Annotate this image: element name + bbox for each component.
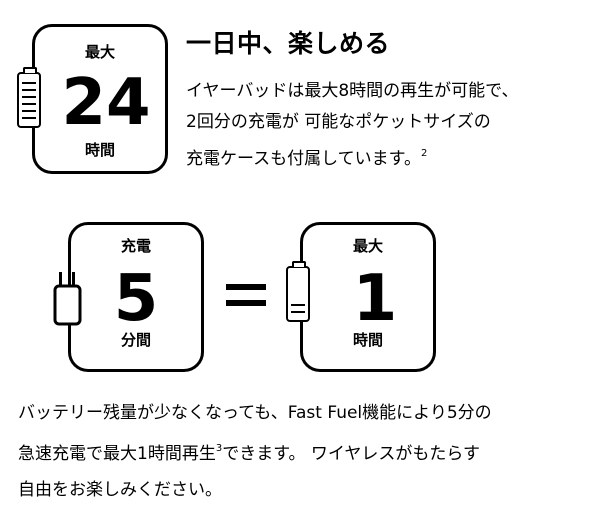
top-description: イヤーバッドは最大8時間の再生が可能で、 2回分の充電が 可能なポケットサイズの… [186, 76, 518, 175]
footnote-marker: 2 [420, 148, 428, 159]
bottom-description-line: バッテリー残量が少なくなっても、Fast Fuel機能により5分の [18, 403, 492, 423]
battery-life-label-top: 最大 [84, 43, 115, 61]
bottom-description-line: 自由をお楽しみください。 [18, 480, 222, 500]
battery-full-icon [17, 67, 41, 128]
battery-life-label-bottom: 時間 [84, 141, 115, 159]
playback-time-card: 最大 1 時間 [300, 222, 436, 372]
footnote-marker: 3 [215, 443, 223, 454]
bottom-description-line: 急速充電で最大1時間再生3できます。 ワイヤレスがもたらす [18, 443, 481, 464]
page-heading: 一日中、楽しめる [186, 29, 391, 58]
battery-partial-icon [286, 261, 310, 322]
charge-time-value: 5 [113, 262, 159, 336]
charge-time-label-top: 充電 [120, 237, 151, 255]
battery-life-value: 24 [61, 66, 151, 140]
charge-time-label-bottom: 分間 [120, 331, 151, 349]
equals-sign [226, 284, 266, 308]
charge-time-card: 充電 5 分間 [68, 222, 204, 372]
top-description-line: イヤーバッドは最大8時間の再生が可能で、 [186, 81, 519, 101]
top-description-line: 2回分の充電が 可能なポケットサイズの [186, 112, 491, 132]
battery-life-card: 最大 24 時間 [32, 24, 168, 174]
charger-plug-icon [53, 272, 82, 326]
bottom-description: バッテリー残量が少なくなっても、Fast Fuel機能により5分の 急速充電で最… [18, 395, 492, 508]
playback-time-label-bottom: 時間 [352, 331, 383, 349]
playback-time-label-top: 最大 [352, 237, 383, 255]
playback-time-value: 1 [352, 262, 398, 336]
top-description-line: 充電ケースも付属しています。2 [186, 148, 428, 169]
